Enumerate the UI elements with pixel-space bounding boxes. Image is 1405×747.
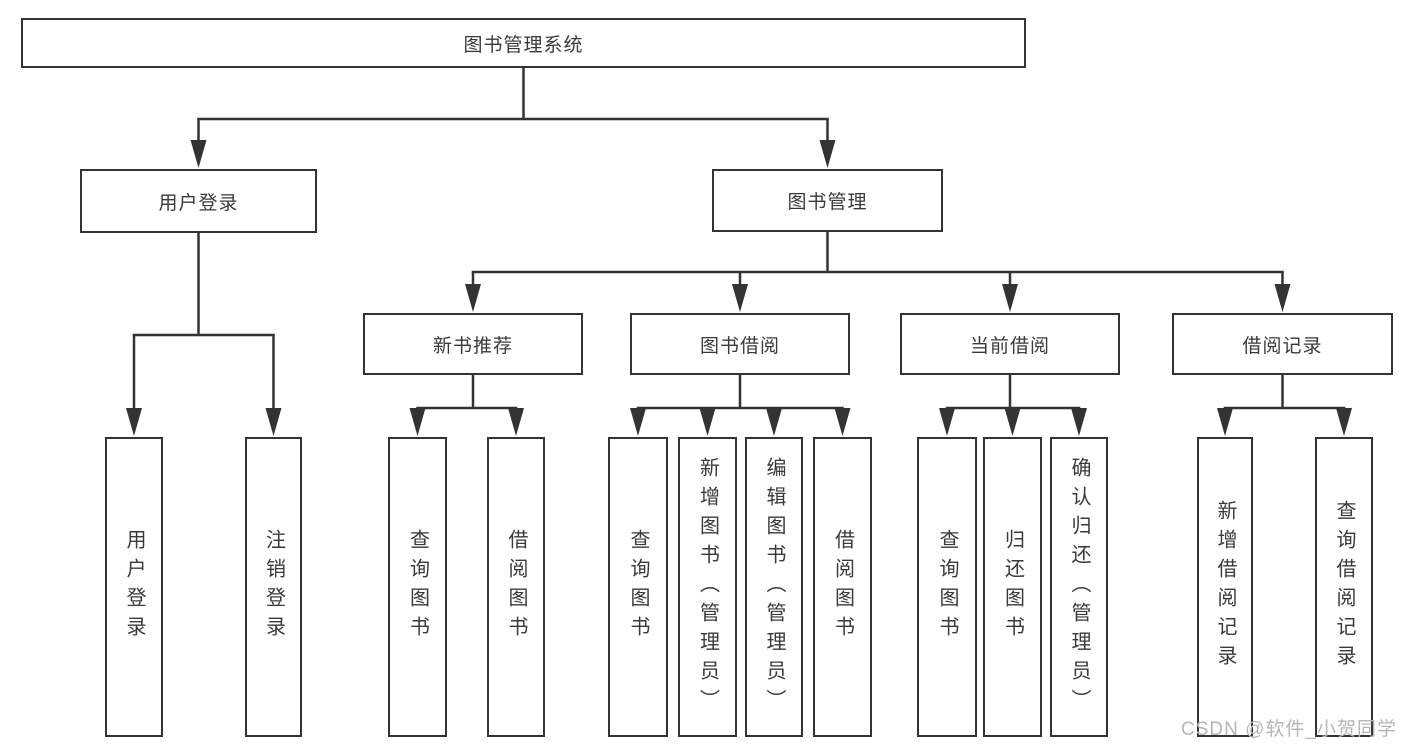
- arrowhead-icon: [766, 408, 782, 436]
- arrowhead-icon: [409, 408, 426, 436]
- diagram-node-v-query-borrow-record: 查询借阅记录: [1315, 437, 1373, 737]
- arrowhead-icon: [732, 284, 748, 312]
- arrowhead-icon: [1002, 284, 1018, 312]
- arrowhead-icon: [265, 408, 282, 436]
- diagram-node-v-query-books-3: 查询图书: [917, 437, 977, 737]
- watermark: CSDN @软件_小贺同学: [1181, 719, 1397, 740]
- diagram-node-v-add-borrow-record: 新增借阅记录: [1197, 437, 1253, 737]
- arrowhead-icon: [190, 140, 207, 168]
- arrowhead-icon: [465, 284, 481, 312]
- arrowhead-icon: [1336, 408, 1352, 436]
- arrowhead-icon: [834, 408, 851, 436]
- diagram-node-book-borrow: 图书借阅: [630, 313, 850, 375]
- arrowhead-icon: [1071, 408, 1087, 436]
- arrowhead-icon: [1217, 408, 1233, 436]
- diagram-node-borrow-records: 借阅记录: [1172, 313, 1393, 375]
- diagram-node-v-logout: 注销登录: [245, 437, 302, 737]
- arrowhead-icon: [508, 408, 524, 436]
- arrowhead-icon: [1004, 408, 1021, 436]
- arrowhead-icon: [699, 408, 716, 436]
- diagram-node-v-query-books-1: 查询图书: [388, 437, 447, 737]
- arrowhead-icon: [630, 408, 646, 436]
- diagram-node-v-borrow-books-2: 借阅图书: [813, 437, 872, 737]
- diagram-node-book-mgmt: 图书管理: [712, 169, 943, 232]
- diagram-node-current-borrow: 当前借阅: [900, 313, 1120, 375]
- diagram-node-user-login: 用户登录: [80, 169, 317, 233]
- arrowhead-icon: [1274, 284, 1291, 312]
- diagram-node-v-add-books: 新增图书（管理员）: [678, 437, 737, 737]
- diagram-node-v-edit-books: 编辑图书（管理员）: [745, 437, 803, 737]
- diagram-node-v-return-books: 归还图书: [983, 437, 1042, 737]
- diagram-node-v-borrow-books-1: 借阅图书: [487, 437, 545, 737]
- diagram-node-v-confirm-return: 确认归还（管理员）: [1050, 437, 1108, 737]
- diagram-node-new-books: 新书推荐: [363, 313, 583, 375]
- arrowhead-icon: [939, 408, 955, 436]
- arrowhead-icon: [819, 140, 836, 168]
- diagram-node-v-user-login: 用户登录: [105, 437, 163, 737]
- diagram-node-v-query-books-2: 查询图书: [608, 437, 668, 737]
- diagram-node-root: 图书管理系统: [21, 18, 1026, 68]
- arrowhead-icon: [126, 408, 142, 436]
